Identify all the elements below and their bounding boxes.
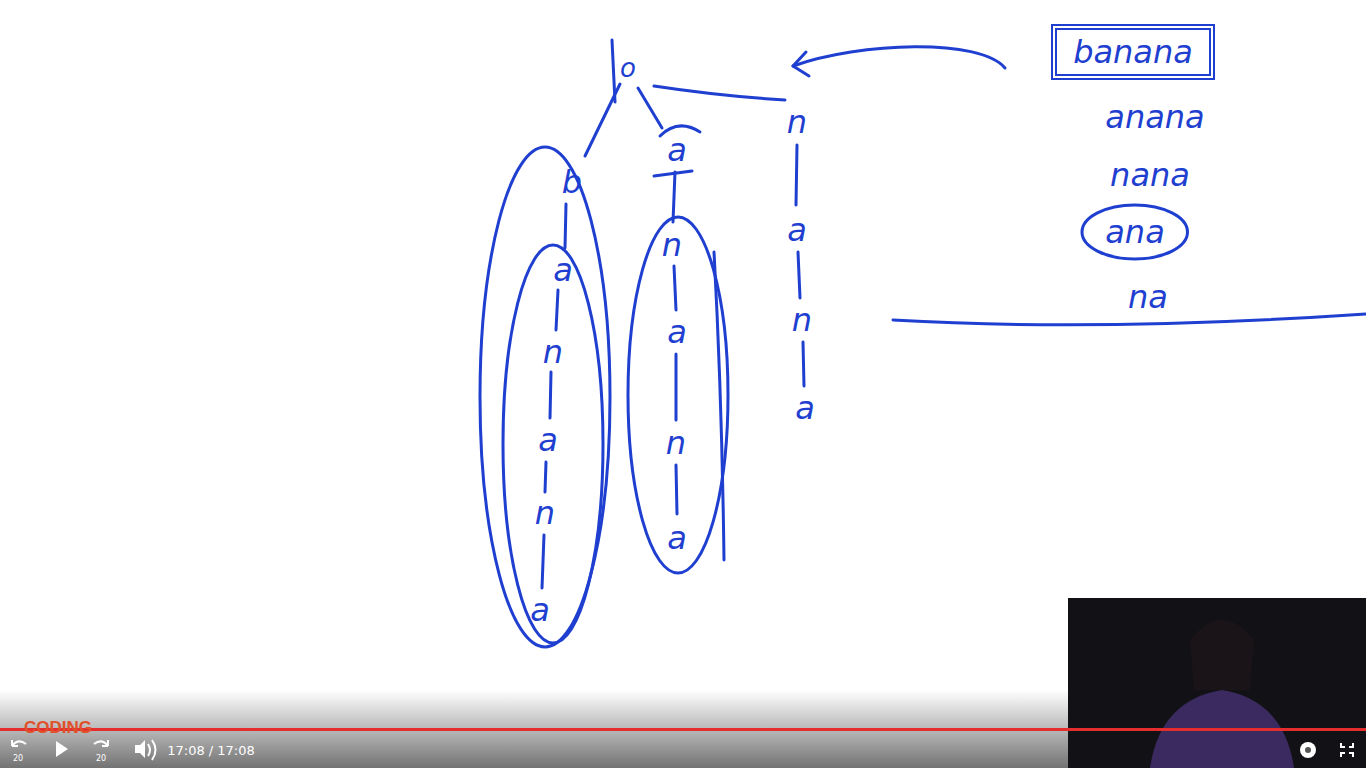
video-time: 17:08 / 17:08 <box>167 744 255 757</box>
node-text: banana <box>1073 36 1193 68</box>
trie-letter: n <box>543 336 563 368</box>
circled-word: ana <box>1079 202 1191 262</box>
node-text: ana <box>1105 216 1165 248</box>
trie-letter: a <box>787 214 807 246</box>
trie-letter: a <box>553 254 573 286</box>
root-label: o <box>620 55 636 81</box>
suffix-word: nana <box>1110 159 1190 191</box>
word-box: banana <box>1051 24 1215 80</box>
skip-seconds: 20 <box>13 755 23 763</box>
trie-letter: a <box>795 392 815 424</box>
trie-letter: a <box>667 134 687 166</box>
trie-letter: a <box>530 594 550 626</box>
trie-letter: n <box>792 304 812 336</box>
trie-letter: a <box>667 316 687 348</box>
trie-letter: n <box>787 106 807 138</box>
trie-letter: n <box>662 229 682 261</box>
trie-letter: a <box>538 424 558 456</box>
suffix-word: anana <box>1105 101 1204 133</box>
skip-seconds: 20 <box>96 755 106 763</box>
trie-letter: b <box>562 166 582 198</box>
suffix-word: na <box>1128 281 1168 313</box>
trie-letter: n <box>535 497 555 529</box>
trie-letter: a <box>667 522 687 554</box>
logo-text: CODING <box>24 719 92 736</box>
trie-letter: n <box>666 427 686 459</box>
